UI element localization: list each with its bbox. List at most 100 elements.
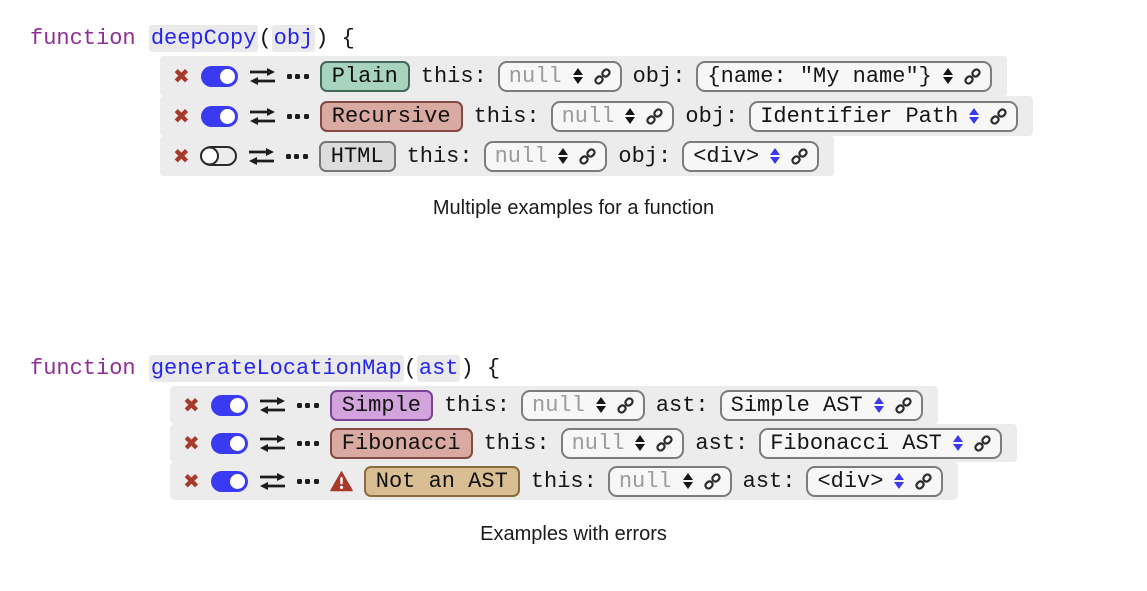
example-name-badge[interactable]: Recursive (319, 100, 463, 132)
example-row-fibonacci: ✖ Fibonacci this: null ast: Fibonacci AS… (170, 424, 1017, 462)
value-box-ast[interactable]: Fibonacci AST (759, 427, 1002, 459)
value-text: null (561, 103, 615, 129)
function-signature-generatelocationmap: function generateLocationMap(ast) { (30, 355, 501, 382)
function-name[interactable]: deepCopy (148, 25, 259, 52)
field-label-this: this: (406, 143, 473, 169)
example-enabled-toggle[interactable] (199, 146, 237, 166)
stepper-icon[interactable] (942, 67, 953, 85)
more-options-icon[interactable] (296, 402, 319, 408)
value-text: <div> (693, 143, 760, 169)
link-icon[interactable] (974, 434, 991, 452)
value-text: <div> (817, 468, 884, 494)
stepper-icon[interactable] (558, 147, 569, 165)
toggle-knob (219, 108, 235, 124)
swap-arrows-icon[interactable] (259, 434, 286, 453)
stepper-icon[interactable] (969, 107, 980, 125)
caption-examples-with-errors: Examples with errors (480, 523, 667, 545)
delete-example-button[interactable]: ✖ (183, 469, 200, 493)
toggle-knob (229, 473, 245, 489)
value-box-ast[interactable]: Simple AST (719, 389, 923, 421)
example-name-badge[interactable]: Fibonacci (329, 427, 473, 459)
value-box-this[interactable]: null (497, 60, 622, 92)
function-signature-deepcopy: function deepCopy(obj) { (30, 25, 355, 52)
stepper-icon[interactable] (682, 472, 693, 490)
example-enabled-toggle[interactable] (200, 65, 238, 87)
more-options-icon[interactable] (286, 73, 309, 79)
link-icon[interactable] (915, 472, 933, 490)
example-name-badge[interactable]: Simple (329, 389, 433, 421)
example-row-simple: ✖ Simple this: null ast: Simple AST (170, 386, 938, 424)
caption-multiple-examples: Multiple examples for a function (432, 197, 715, 219)
more-options-icon[interactable] (285, 153, 308, 159)
link-icon[interactable] (656, 434, 674, 452)
swap-arrows-icon[interactable] (259, 472, 286, 491)
value-box-ast[interactable]: <div> (806, 465, 944, 497)
value-box-this[interactable]: null (483, 140, 608, 172)
value-box-this[interactable]: null (560, 427, 685, 459)
link-icon[interactable] (703, 472, 721, 490)
function-name[interactable]: generateLocationMap (148, 355, 404, 382)
delete-example-button[interactable]: ✖ (173, 144, 190, 168)
stepper-icon[interactable] (572, 67, 583, 85)
value-text: null (618, 468, 672, 494)
value-box-obj[interactable]: <div> (682, 140, 820, 172)
field-label-obj: obj: (685, 103, 739, 129)
example-enabled-toggle[interactable] (210, 432, 248, 454)
example-name-badge[interactable]: HTML (318, 140, 396, 172)
swap-arrows-icon[interactable] (248, 147, 275, 166)
toggle-knob (199, 146, 219, 166)
value-text: Simple AST (730, 392, 863, 418)
field-label-this: this: (420, 63, 487, 89)
field-label-this: this: (530, 468, 597, 494)
link-icon[interactable] (791, 147, 808, 165)
link-icon[interactable] (646, 107, 664, 125)
more-options-icon[interactable] (296, 440, 319, 446)
example-enabled-toggle[interactable] (210, 394, 248, 416)
example-row-not-an-ast: ✖ Not an AST this: null ast: <div> (170, 462, 959, 500)
stepper-icon[interactable] (873, 396, 884, 414)
link-icon[interactable] (990, 107, 1007, 125)
value-text: null (508, 63, 562, 89)
value-box-this[interactable]: null (607, 465, 732, 497)
example-name-badge[interactable]: Plain (319, 60, 410, 92)
link-icon[interactable] (593, 67, 611, 85)
delete-example-button[interactable]: ✖ (173, 64, 190, 88)
link-icon[interactable] (617, 396, 634, 414)
value-box-this[interactable]: null (521, 389, 645, 421)
delete-example-button[interactable]: ✖ (183, 393, 200, 417)
example-name-badge[interactable]: Not an AST (363, 465, 520, 497)
value-box-obj[interactable]: Identifier Path (749, 100, 1019, 132)
stepper-icon[interactable] (770, 147, 781, 165)
example-enabled-toggle[interactable] (200, 105, 238, 127)
keyword-function: function (30, 26, 136, 51)
param-name[interactable]: ast (416, 355, 461, 382)
stepper-icon[interactable] (635, 434, 646, 452)
swap-arrows-icon[interactable] (259, 396, 286, 415)
delete-example-button[interactable]: ✖ (173, 104, 190, 128)
value-box-obj[interactable]: {name: "My name"} (696, 60, 992, 92)
stepper-icon[interactable] (625, 107, 636, 125)
stepper-icon[interactable] (952, 434, 963, 452)
swap-arrows-icon[interactable] (249, 107, 276, 126)
stepper-icon[interactable] (894, 472, 905, 490)
more-options-icon[interactable] (296, 478, 319, 484)
stepper-icon[interactable] (595, 396, 606, 414)
example-enabled-toggle[interactable] (210, 470, 248, 492)
toggle-knob (229, 397, 245, 413)
warning-icon[interactable] (330, 470, 353, 492)
value-box-this[interactable]: null (550, 100, 675, 132)
link-icon[interactable] (964, 67, 981, 85)
swap-arrows-icon[interactable] (249, 67, 276, 86)
delete-example-button[interactable]: ✖ (183, 431, 200, 455)
value-text: Identifier Path (760, 103, 959, 129)
examples-group-deepcopy: ✖ Plain this: null obj: {name: "My name"… (160, 56, 1034, 176)
link-icon[interactable] (579, 147, 597, 165)
field-label-ast: ast: (655, 392, 709, 418)
param-name[interactable]: obj (271, 25, 316, 52)
link-icon[interactable] (895, 396, 912, 414)
value-text: null (571, 430, 625, 456)
field-label-this: this: (443, 392, 510, 418)
example-row-recursive: ✖ Recursive this: null obj: Identifier P… (160, 96, 1034, 136)
keyword-function: function (30, 356, 136, 381)
more-options-icon[interactable] (286, 113, 309, 119)
